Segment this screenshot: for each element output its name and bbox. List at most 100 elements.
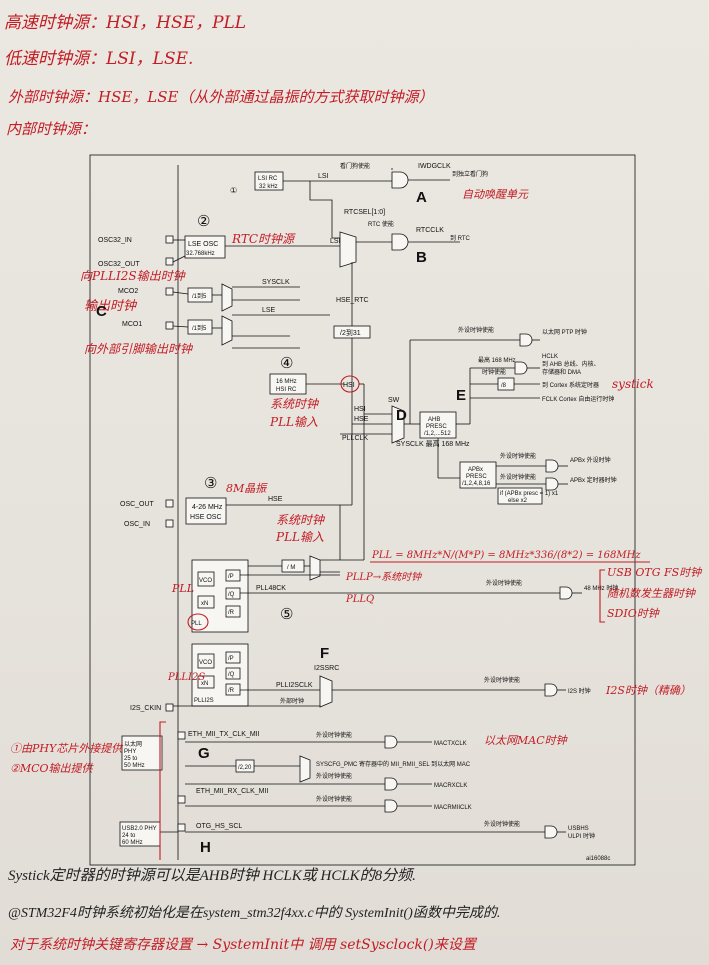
section-g: G: [198, 745, 210, 762]
hclk-gate: [514, 361, 528, 375]
anno-rtc-clock: RTC时钟源: [231, 232, 296, 246]
pll-circle: [187, 613, 209, 631]
section-c: C: [96, 303, 107, 320]
note-low-speed: 低速时钟源：LSI，LSE.: [4, 49, 194, 69]
div-2-31: /2到31: [340, 329, 361, 337]
sysclk-label: SYSCLK: [262, 279, 290, 286]
note-high-speed: 高速时钟源：HSI，HSE，PLL: [4, 13, 247, 33]
ahb-label: AHB: [428, 417, 440, 423]
note-setsysclock: 对于系统时钟关键寄存器设置 → SystemInit中 调用 setSysclo…: [10, 937, 476, 953]
note-init: @STM32F4时钟系统初始化是在system_stm32f4xx.c中的 Sy…: [8, 906, 501, 921]
pll-vco: [197, 571, 215, 587]
timer-cond-2: else x2: [508, 498, 528, 504]
div-2-20: /2,20: [238, 765, 252, 771]
apbx-en: 外设时钟使能: [500, 452, 536, 460]
pin-osc-out: OSC_OUT: [120, 501, 155, 508]
pin-eth-tx: ETH_MII_TX_CLK_MII: [188, 731, 260, 738]
rtcsel: RTCSEL[1:0]: [344, 209, 385, 216]
usbhs-2: ULPI 时钟: [568, 832, 595, 840]
fig-id: ai16088c: [586, 856, 610, 862]
hsi-tag: HSI: [343, 382, 355, 389]
section-d: D: [396, 407, 407, 424]
anno-mco2-out2: 输出时钟: [84, 299, 138, 314]
timer-cond-1: if (APBx presc = 1) x1: [500, 491, 559, 497]
mactx-en: 外设时钟使能: [316, 731, 352, 739]
phy-line-3: 25 to: [124, 756, 138, 762]
plli2s-p: /P: [228, 656, 234, 662]
pll-src-mux: [309, 555, 321, 581]
pll-vco-label: VCO: [199, 578, 212, 584]
anno-mco1-out: 向外部引脚输出时钟: [84, 342, 194, 356]
anno-phy-2: ②MCO输出提供: [10, 762, 95, 775]
pll-r: /R: [228, 610, 235, 616]
div8: /8: [501, 383, 507, 389]
usb-phy-2: 24 to: [122, 833, 136, 839]
phy-line-2: PHY: [124, 749, 136, 755]
i2s-clock-label: I2S 时钟: [568, 687, 591, 695]
rtc-mux: [339, 231, 357, 268]
mhz48-label: 48 MHz 时钟: [584, 584, 618, 592]
i2s-gate: [544, 683, 558, 697]
anno-iwdg-wake: 自动唤醒单元: [462, 188, 529, 201]
i2ssrc: I2SSRC: [314, 665, 339, 672]
note-systick: Systick定时器的时钟源可以是AHB时钟 HCLK或 HCLK的8分频.: [8, 868, 416, 884]
macrmiiclk: MACRMIICLK: [434, 805, 472, 811]
circle-3: ③: [204, 475, 217, 492]
macrmii-en: 外设时钟使能: [316, 795, 352, 803]
sysclk-max: SYSCLK 最高 168 MHz: [396, 439, 470, 448]
anno-mco2-out: 向PLLI2S输出时钟: [80, 269, 187, 283]
macrmii-gate: [384, 799, 398, 813]
mco2-mux: [221, 283, 233, 312]
i2s-mux: [319, 675, 333, 708]
diagram-frame: [89, 154, 636, 866]
cortex-timer: 到 Cortex 系统定时器: [542, 381, 599, 389]
i2s-en: 外设时钟使能: [484, 676, 520, 684]
hsi-rc-label: HSI RC: [276, 387, 297, 393]
apbx-label: APBx: [468, 467, 483, 473]
lse-osc-box: [184, 235, 226, 259]
macrx-gate: [384, 777, 398, 791]
usbhs-1: USBHS: [568, 826, 589, 832]
circle-1: ①: [230, 186, 237, 195]
usbhs-gate: [544, 825, 558, 839]
hclk-to-1: 到 AHB 总线、内核、: [542, 360, 600, 368]
anno-pllp-sys: PLLP→系统时钟: [345, 571, 422, 583]
anno-sdio: SDIO时钟: [607, 607, 661, 620]
lsi-rc-freq: 32 kHz: [259, 184, 278, 190]
phy-box: [121, 735, 163, 771]
pin-osc32-out: OSC32_OUT: [98, 261, 140, 268]
anno-pll-formula: PLL = 8MHz*N/(M*P) = 8MHz*336/(8*2) = 16…: [371, 550, 641, 561]
pin-mco2: MCO2: [118, 288, 138, 295]
phy-line-4: 50 MHz: [124, 763, 145, 769]
iwdgclk: IWDGCLK: [418, 163, 451, 170]
anno-hsi-pll: PLL输入: [269, 415, 318, 429]
plli2sclk: PLLI2SCLK: [276, 682, 313, 689]
lsi-rc-label: LSI RC: [258, 176, 278, 182]
plli2s-xn: xN: [201, 681, 208, 687]
pll-xn-label: xN: [201, 601, 208, 607]
mco2-div: /1到5: [192, 293, 207, 300]
usbhs-en: 外设时钟使能: [484, 820, 520, 828]
anno-plli2s-left: PLLI2S: [167, 672, 205, 683]
hclk-label: HCLK: [542, 354, 558, 360]
anno-phy-1: ①由PHY芯片外接提供: [10, 742, 124, 755]
hsi-rc-freq: 16 MHz: [276, 379, 297, 385]
mco1-div: /1到5: [192, 325, 207, 332]
eth-ptp-label-1: 以太网 PTP 时钟: [542, 328, 587, 336]
apbx-timer-gate: [545, 477, 559, 491]
note-internal: 内部时钟源：: [6, 120, 97, 138]
plli2s-r: /R: [228, 688, 235, 694]
lse-osc-label: LSE OSC: [188, 241, 218, 248]
hclk-max: 最高 168 MHz: [478, 356, 516, 364]
anno-usb-otg: USB OTG FS时钟: [607, 566, 703, 579]
plli2s-name: PLLI2S: [194, 698, 214, 704]
plli2s-vco: VCO: [199, 660, 212, 666]
apbx-presc-box: [459, 461, 497, 489]
phy-line-1: 以太网: [124, 740, 142, 748]
anno-pllq: PLLQ: [345, 594, 374, 605]
pll-name: PLL: [191, 621, 202, 627]
anno-systick: systick: [612, 377, 654, 391]
pllclk: PLLCLK: [342, 435, 368, 442]
hse-osc-freq: 4-26 MHz: [192, 504, 223, 511]
hse-osc-label: HSE OSC: [190, 514, 222, 521]
